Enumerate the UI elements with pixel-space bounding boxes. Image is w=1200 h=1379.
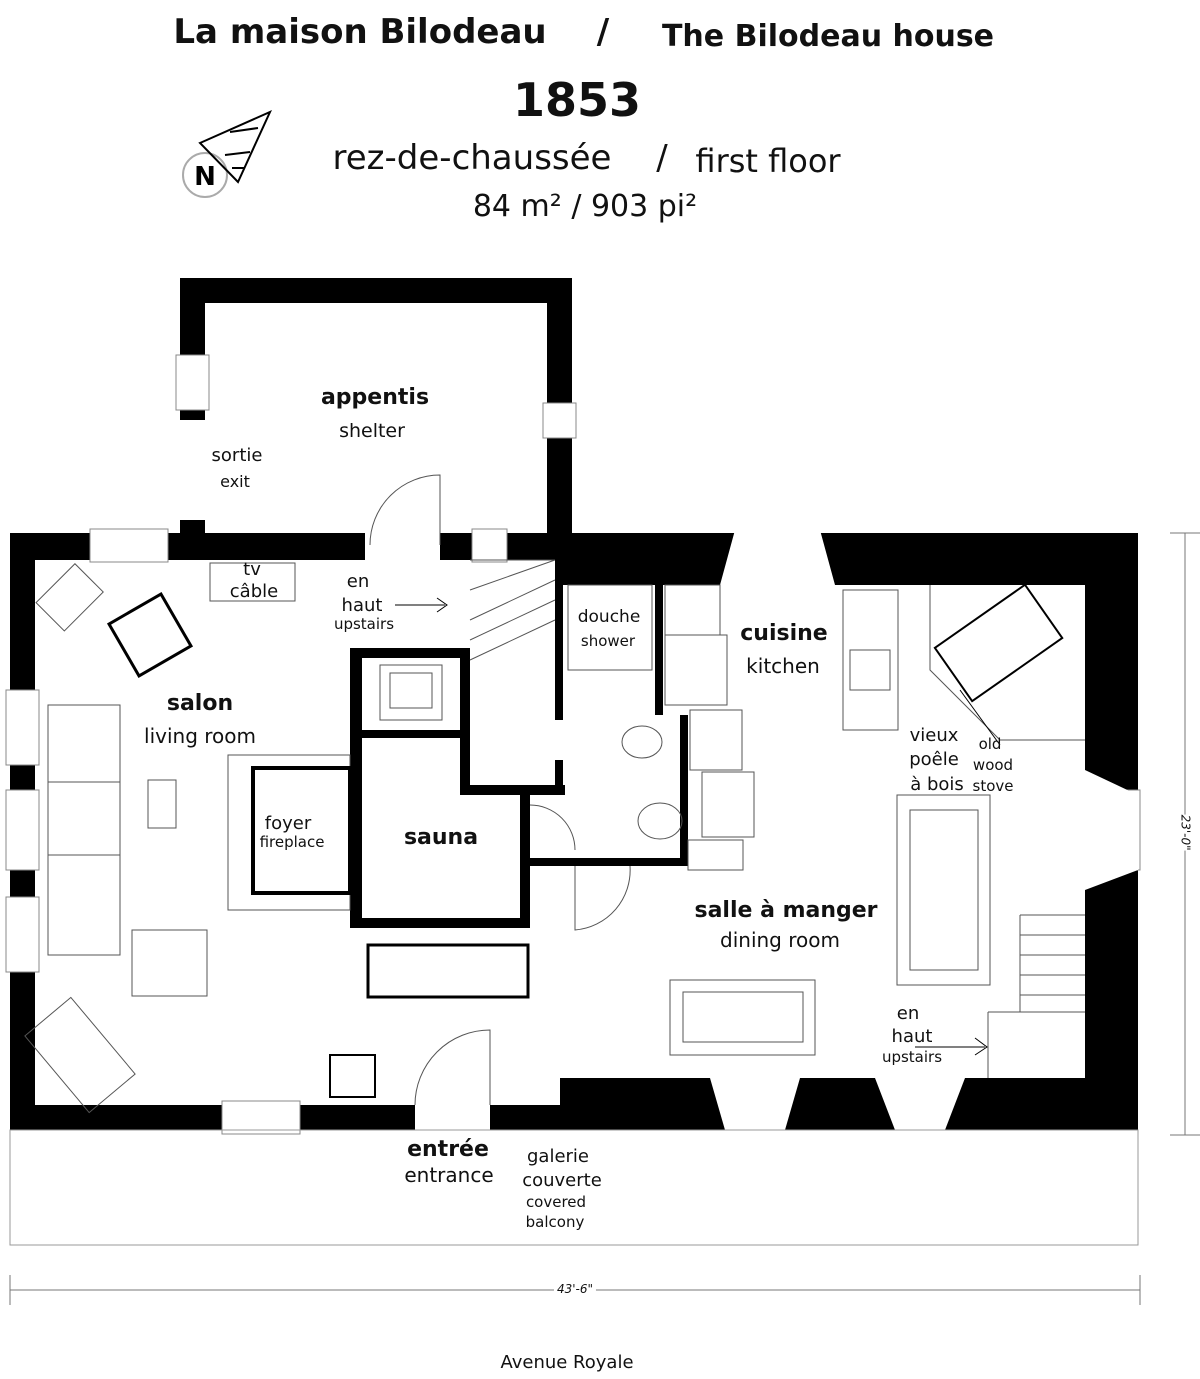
shelter-label: shelter	[339, 420, 405, 442]
fireplace-label: fireplace	[259, 833, 325, 851]
stove-a-bois: à bois	[910, 774, 964, 795]
stove-vieux: vieux	[909, 725, 959, 746]
sauna-label: sauna	[403, 825, 479, 850]
svg-text:N: N	[194, 162, 216, 192]
stairs-right-en: en	[896, 1003, 920, 1024]
entrance-label: entrance	[404, 1163, 494, 1187]
exit-label: exit	[220, 472, 250, 491]
title-separator: /	[596, 12, 610, 52]
stairs-right-upstairs: upstairs	[881, 1048, 943, 1066]
depth-dimension: 23'-0"	[1178, 814, 1193, 851]
living-room-label: living room	[144, 724, 256, 748]
galerie-label: galerie	[526, 1146, 590, 1167]
tv-label: tv	[243, 559, 261, 580]
year: 1853	[512, 73, 642, 127]
balcony-label: balcony	[525, 1213, 585, 1231]
stairs-left-en: en	[346, 571, 370, 592]
salle-a-manger-label: salle à manger	[694, 898, 878, 923]
sortie-label: sortie	[211, 445, 263, 466]
stairs-right-haut: haut	[891, 1026, 933, 1047]
north-arrow-icon: N	[182, 110, 273, 198]
covered-label: covered	[525, 1193, 587, 1211]
stove-old: old	[978, 735, 1002, 753]
foyer-label: foyer	[264, 813, 312, 834]
douche-label: douche	[577, 607, 641, 627]
kitchen-label: kitchen	[746, 654, 820, 678]
title-en: The Bilodeau house	[661, 19, 995, 54]
shower-label: shower	[580, 632, 636, 650]
street-name: Avenue Royale	[500, 1352, 634, 1373]
stove-stove: stove	[972, 777, 1014, 795]
salon-label: salon	[166, 691, 234, 716]
stove-poele: poêle	[909, 749, 959, 770]
dining-room-label: dining room	[720, 928, 840, 952]
floor-en: first floor	[695, 142, 841, 180]
stove-wood: wood	[972, 756, 1014, 774]
area: 84 m² / 903 pi²	[472, 189, 698, 224]
entree-label: entrée	[407, 1137, 489, 1162]
cable-label: câble	[229, 581, 279, 602]
fixtures	[9, 474, 1139, 1246]
wall-openings	[178, 420, 1138, 1135]
couverte-label: couverte	[522, 1170, 602, 1191]
title-fr: La maison Bilodeau	[173, 12, 547, 52]
stairs-left-upstairs: upstairs	[333, 615, 395, 633]
stairs-left-haut: haut	[341, 595, 383, 616]
cuisine-label: cuisine	[740, 621, 828, 646]
floor-fr: rez-de-chaussée	[332, 138, 612, 178]
appentis-label: appentis	[320, 385, 430, 410]
width-dimension: 43'-6"	[553, 1282, 597, 1297]
floor-separator: /	[656, 138, 668, 178]
